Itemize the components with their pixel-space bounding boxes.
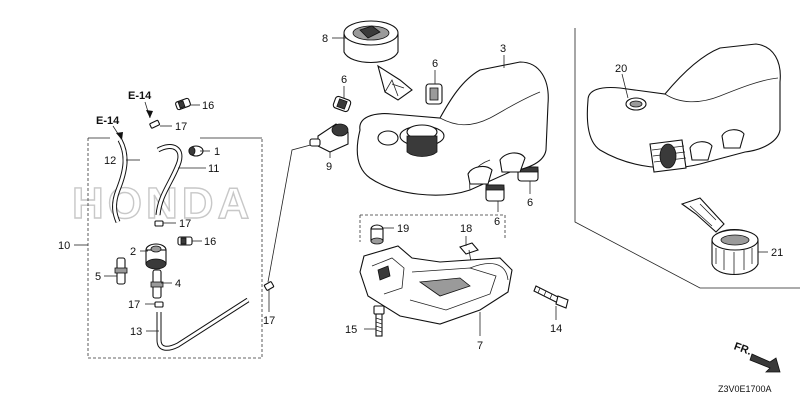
alt-tank-group-outline: [574, 28, 800, 289]
callout-18: 18: [460, 223, 472, 235]
callout-15: 15: [345, 324, 357, 336]
callout-14: 14: [550, 323, 562, 335]
fuel-line-group-box: [87, 137, 263, 359]
drawing-code: Z3V0E1700A: [718, 384, 772, 394]
fuel-tank-part-3: [356, 61, 549, 196]
callout-7: 7: [477, 340, 483, 352]
callout-17-d: 17: [263, 315, 275, 327]
callout-17-b: 17: [179, 218, 191, 230]
e14-reference-lower: [112, 125, 123, 141]
callout-6-c: 6: [494, 216, 500, 228]
callout-19: 19: [397, 223, 409, 235]
tank-bracket-part-7: [359, 245, 513, 325]
clip-part-16-lower: [177, 236, 193, 246]
callout-6-b: 6: [432, 58, 438, 70]
cap-part-1: [188, 145, 204, 157]
callout-12: 12: [104, 155, 116, 167]
collar-part-19: [370, 224, 384, 245]
callout-6-a: 6: [341, 74, 347, 86]
grommet-part-6-c: [485, 184, 505, 202]
ref-e14-lower: E-14: [96, 115, 120, 127]
joint-part-4: [150, 269, 164, 299]
joint-part-5: [114, 257, 128, 285]
grommet-part-6-b: [425, 83, 443, 105]
callout-1: 1: [214, 146, 220, 158]
clip-part-17-lower: [154, 301, 164, 308]
hose-line-part-9: [267, 142, 319, 283]
clip-part-17-right: [263, 281, 275, 291]
alt-fuel-tank-part-20: [586, 43, 781, 173]
alt-fuel-cap-part-21: [680, 197, 759, 275]
ref-e14-upper: E-14: [128, 90, 152, 102]
callout-6-d: 6: [527, 197, 533, 209]
callout-17-a: 17: [175, 121, 187, 133]
callout-21: 21: [771, 247, 783, 259]
grommet-part-6-a: [332, 95, 352, 113]
e14-reference-upper: [144, 101, 153, 119]
callout-4: 4: [175, 278, 181, 290]
bolt-part-14: [533, 285, 569, 309]
callout-16-lower: 16: [204, 236, 216, 248]
callout-16-upper: 16: [202, 100, 214, 112]
callout-10: 10: [58, 240, 70, 252]
callout-11: 11: [208, 163, 219, 175]
callout-2: 2: [130, 246, 136, 258]
bracket-group-outline: [360, 214, 506, 238]
leader-lines: [74, 37, 768, 336]
fuel-filter-part-9: [309, 123, 349, 153]
clip-part-17-mid: [154, 220, 164, 227]
front-direction-arrow: [749, 353, 781, 373]
callout-17-c: 17: [128, 299, 140, 311]
callout-3: 3: [500, 43, 506, 55]
callout-13: 13: [130, 326, 142, 338]
direction-label: FR.: [732, 341, 753, 358]
grommet-part-2: [145, 243, 167, 270]
bolt-part-15: [373, 305, 385, 337]
callout-9: 9: [326, 161, 332, 173]
clip-part-16-upper: [175, 97, 191, 111]
callout-5: 5: [95, 271, 101, 283]
callout-20: 20: [615, 63, 627, 75]
callout-8: 8: [322, 33, 328, 45]
fuel-cap-part-8: [343, 20, 413, 101]
clip-part-17-upper: [149, 119, 161, 129]
